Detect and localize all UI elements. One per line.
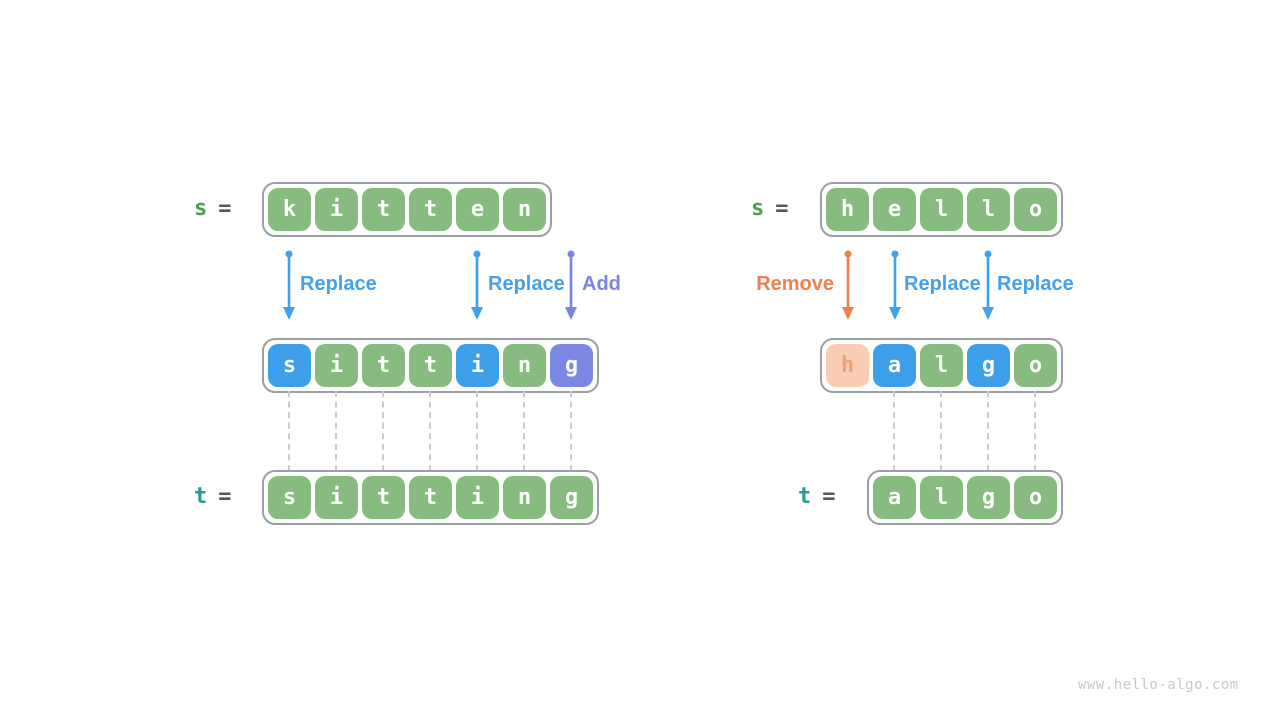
removed-char: h (840, 353, 855, 378)
char-cell: i (315, 344, 358, 387)
op-label-replace: Replace (904, 273, 981, 295)
equals-sign: = (218, 196, 232, 221)
down-arrow-icon (889, 250, 901, 320)
op-label-add: Add (582, 273, 621, 295)
connector-line (523, 391, 525, 471)
char-cell: n (503, 188, 546, 231)
char-cell: h (826, 188, 869, 231)
char-cell: g (550, 476, 593, 519)
char-cell: t (362, 188, 405, 231)
equals-sign: = (822, 484, 836, 509)
connector-line (1034, 391, 1036, 471)
equals-sign: = (775, 196, 789, 221)
left-target-string: s i t t i n g (262, 470, 599, 525)
char-cell-replaced: a (873, 344, 916, 387)
char-cell: o (1014, 476, 1057, 519)
connector-line (429, 391, 431, 471)
left-edited-string: s i t t i n g (262, 338, 599, 393)
connector-line (335, 391, 337, 471)
var-t: t (798, 484, 812, 509)
right-edited-string: h a l g o (820, 338, 1063, 393)
op-label-remove: Remove (756, 273, 834, 295)
char-cell: l (967, 188, 1010, 231)
char-cell: o (1014, 344, 1057, 387)
down-arrow-icon (982, 250, 994, 320)
connector-line (893, 391, 895, 471)
watermark: www.hello-algo.com (1078, 677, 1239, 693)
char-cell: o (1014, 188, 1057, 231)
connector-line (288, 391, 290, 471)
char-cell: n (503, 476, 546, 519)
char-cell: s (268, 476, 311, 519)
left-source-var-label: s = (194, 196, 232, 221)
right-source-string: h e l l o (820, 182, 1063, 237)
char-cell: e (873, 188, 916, 231)
connector-line (382, 391, 384, 471)
op-label-replace: Replace (997, 273, 1074, 295)
char-cell: i (315, 188, 358, 231)
right-target-var-label: t = (798, 484, 836, 509)
char-cell: t (409, 476, 452, 519)
char-cell: t (362, 344, 405, 387)
char-cell-replaced: i (456, 344, 499, 387)
char-cell: i (456, 476, 499, 519)
char-cell: n (503, 344, 546, 387)
char-cell-added: g (550, 344, 593, 387)
down-arrow-icon (842, 250, 854, 320)
left-target-var-label: t = (194, 484, 232, 509)
left-source-string: k i t t e n (262, 182, 552, 237)
connector-line (987, 391, 989, 471)
op-label-replace: Replace (488, 273, 565, 295)
char-cell: a (873, 476, 916, 519)
var-s: s (194, 196, 208, 221)
char-cell: e (456, 188, 499, 231)
connector-line (476, 391, 478, 471)
char-cell: l (920, 188, 963, 231)
right-source-var-label: s = (751, 196, 789, 221)
char-cell-replaced: g (967, 344, 1010, 387)
char-cell: t (409, 188, 452, 231)
connector-line (570, 391, 572, 471)
char-cell: t (409, 344, 452, 387)
down-arrow-icon (283, 250, 295, 320)
char-cell-removed: h (826, 344, 869, 387)
char-cell-replaced: s (268, 344, 311, 387)
char-cell: i (315, 476, 358, 519)
var-t: t (194, 484, 208, 509)
op-label-replace: Replace (300, 273, 377, 295)
down-arrow-icon (471, 250, 483, 320)
char-cell: l (920, 476, 963, 519)
char-cell: k (268, 188, 311, 231)
equals-sign: = (218, 484, 232, 509)
char-cell: g (967, 476, 1010, 519)
char-cell: l (920, 344, 963, 387)
right-target-string: a l g o (867, 470, 1063, 525)
var-s: s (751, 196, 765, 221)
connector-line (940, 391, 942, 471)
down-arrow-icon (565, 250, 577, 320)
char-cell: t (362, 476, 405, 519)
